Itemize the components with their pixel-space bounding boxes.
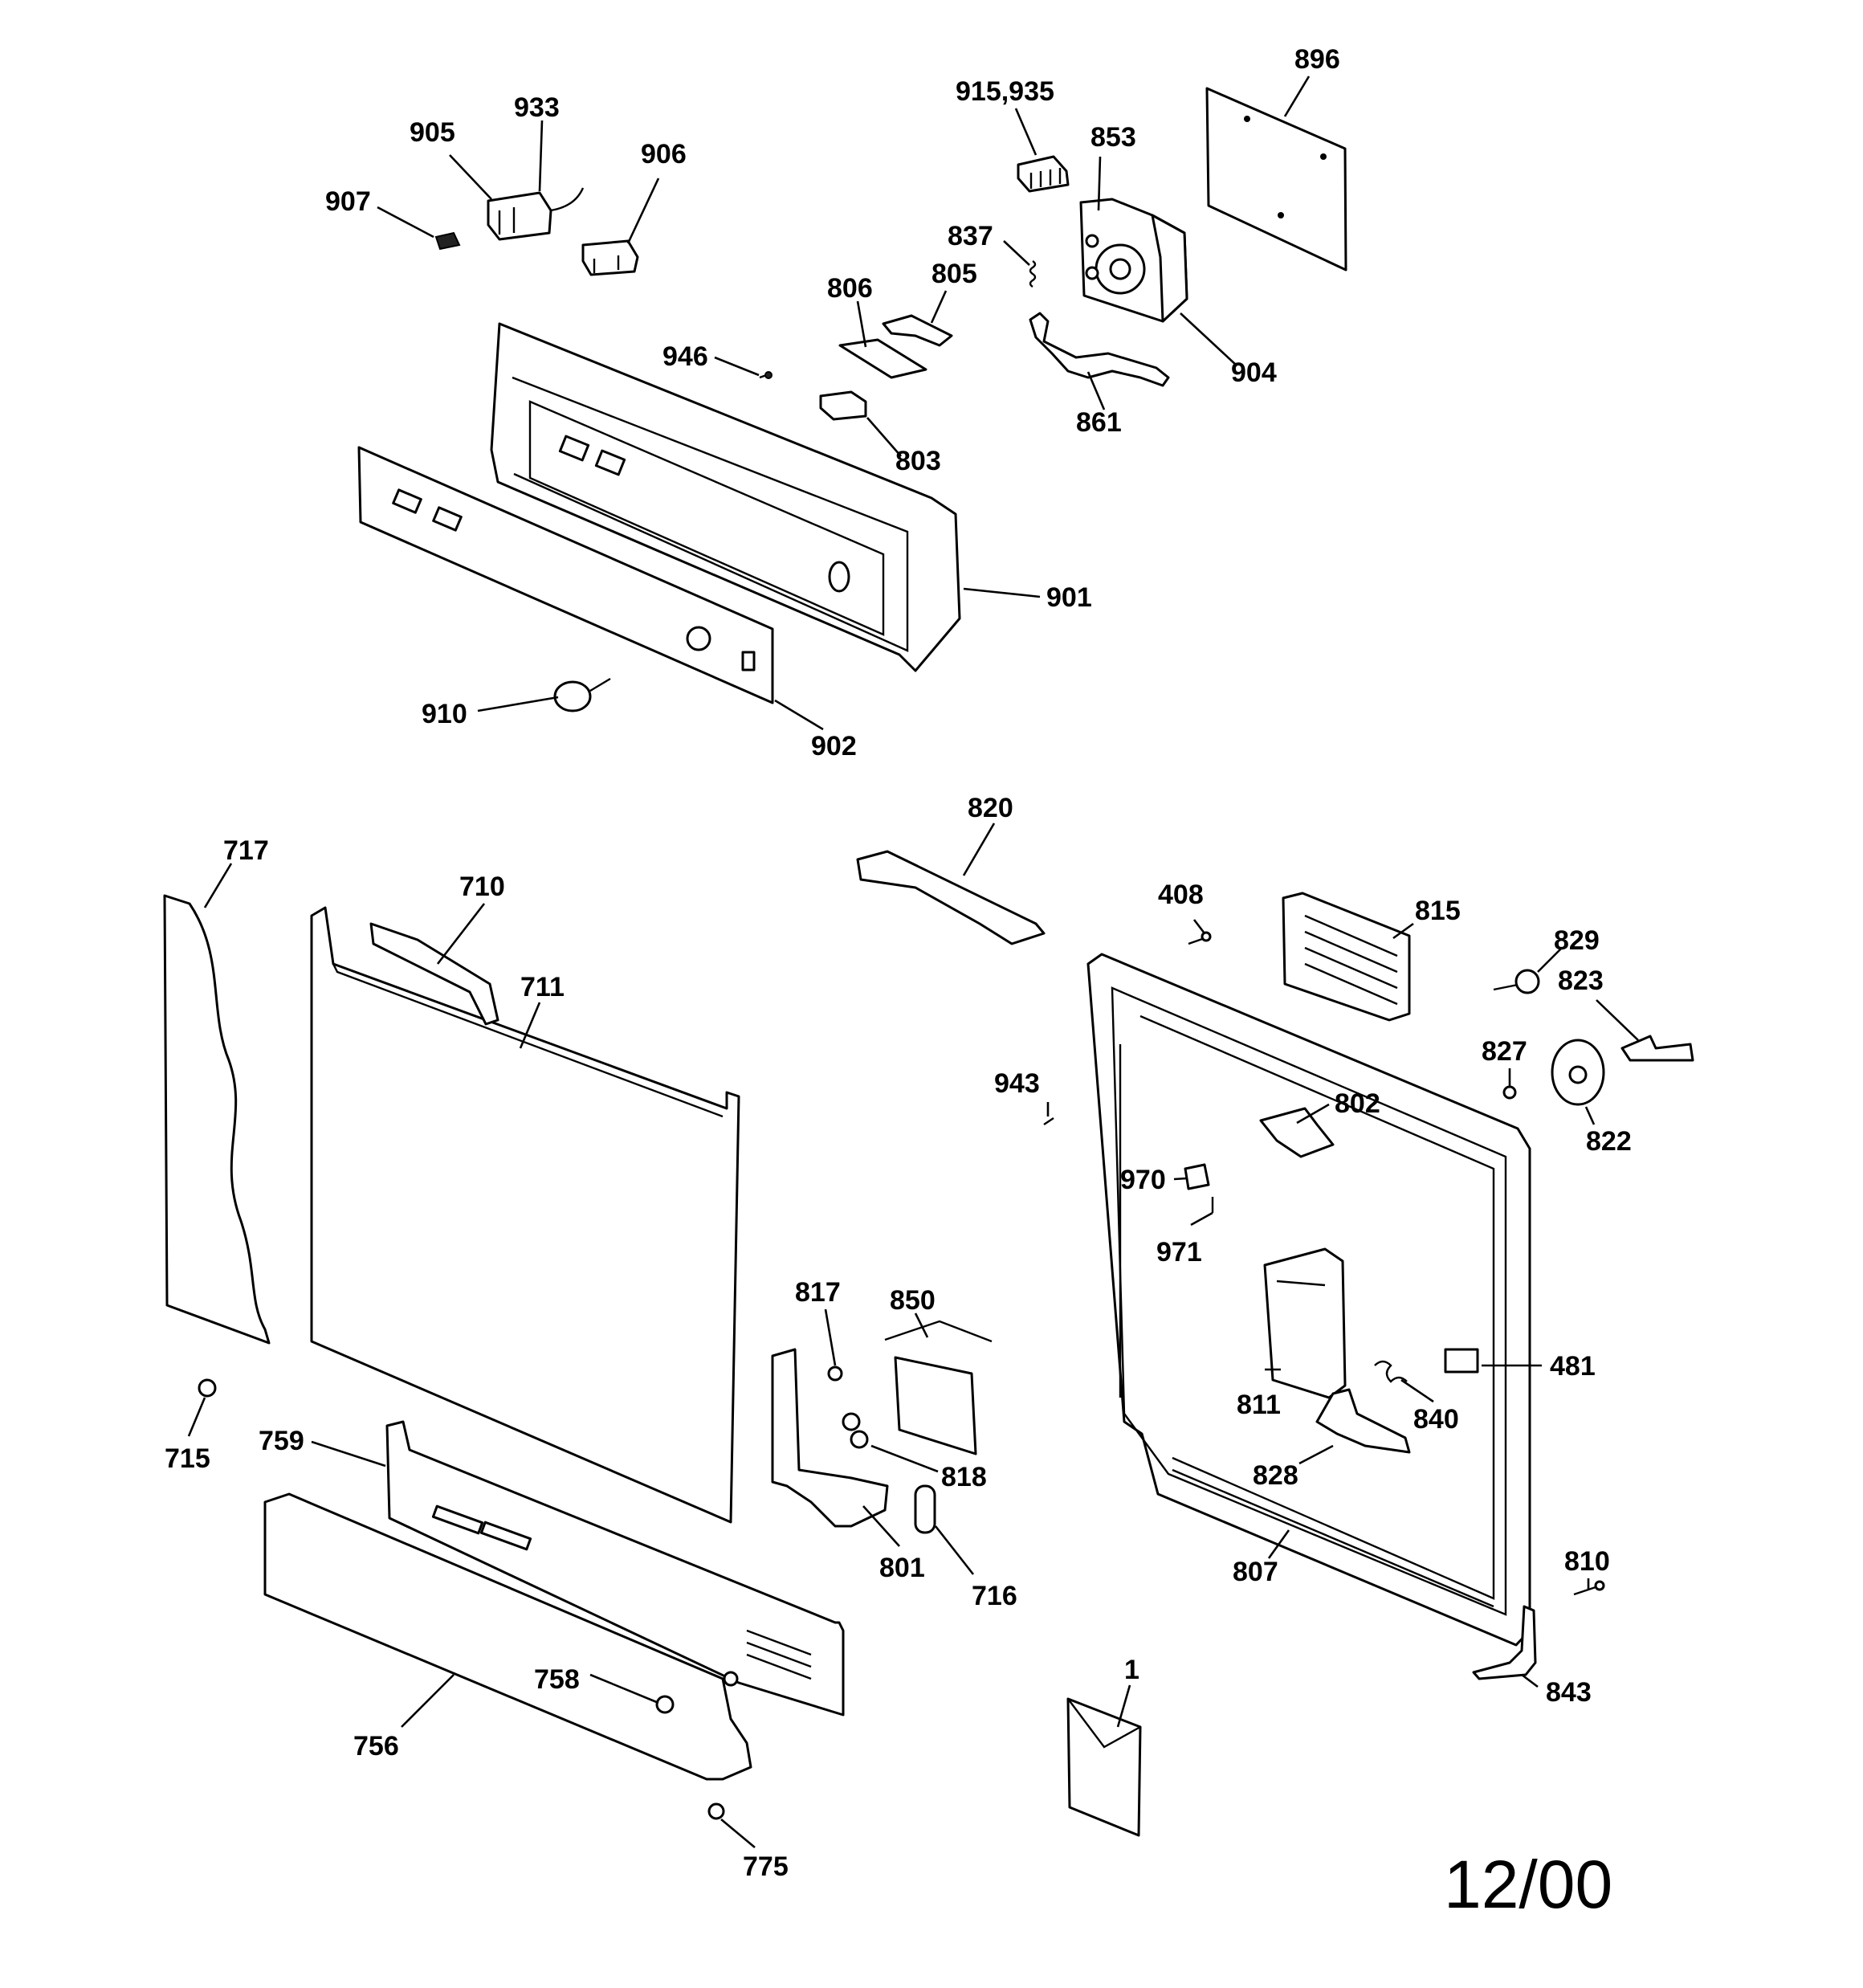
- callout-901: 901: [1046, 582, 1092, 613]
- part-901-console: [490, 322, 961, 672]
- callout-946: 946: [662, 341, 708, 372]
- callout-labels: 896 915,935 853 933 905 906 907 837 806 …: [165, 44, 1632, 1882]
- callout-907: 907: [325, 186, 371, 217]
- part-775-screw: [707, 1802, 725, 1820]
- part-715-screw: [198, 1378, 217, 1398]
- callout-902: 902: [811, 731, 857, 761]
- leader-lines: [187, 76, 1639, 1848]
- callout-837: 837: [948, 221, 993, 251]
- part-915-935-connector: [1017, 155, 1070, 193]
- callout-817: 817: [795, 1277, 841, 1308]
- part-905-933-switch: [487, 187, 585, 241]
- part-946-screw: [759, 371, 773, 379]
- callout-775: 775: [743, 1851, 789, 1882]
- callout-843: 843: [1546, 1677, 1592, 1708]
- callout-806: 806: [827, 273, 873, 304]
- part-710-bracket: [369, 922, 499, 1026]
- callout-850: 850: [890, 1285, 936, 1316]
- callout-810: 810: [1564, 1546, 1610, 1577]
- part-906-switch: [581, 239, 639, 276]
- callout-1: 1: [1124, 1655, 1139, 1685]
- callout-815: 815: [1415, 896, 1461, 926]
- part-802-latch: [1259, 1107, 1335, 1158]
- part-823-shaft: [1620, 1035, 1694, 1062]
- callout-710: 710: [459, 872, 505, 902]
- part-828-arm: [1315, 1388, 1411, 1454]
- callout-802: 802: [1335, 1088, 1380, 1119]
- callout-943: 943: [994, 1068, 1040, 1099]
- callout-840: 840: [1413, 1404, 1459, 1435]
- part-896-panel-sheet: [1205, 87, 1347, 271]
- callout-933: 933: [514, 92, 560, 123]
- part-758-screw: [655, 1695, 675, 1714]
- part-759-kickplate-back: [385, 1420, 845, 1717]
- callout-717: 717: [223, 835, 269, 866]
- callout-853: 853: [1090, 122, 1136, 153]
- part-827-screw: [1502, 1085, 1517, 1100]
- callout-805: 805: [932, 259, 977, 289]
- callout-758: 758: [534, 1664, 580, 1695]
- callout-970: 970: [1120, 1165, 1166, 1195]
- callout-807: 807: [1233, 1557, 1278, 1587]
- callout-818: 818: [941, 1462, 987, 1492]
- callout-915-935: 915,935: [956, 76, 1054, 107]
- part-837-spring: [1029, 260, 1037, 288]
- callout-756: 756: [353, 1731, 399, 1761]
- callout-715: 715: [165, 1443, 210, 1474]
- part-822-dial: [1551, 1039, 1605, 1106]
- callout-811: 811: [1237, 1390, 1281, 1420]
- part-805-bracket: [882, 314, 953, 347]
- part-717-panel: [163, 894, 271, 1345]
- part-853-timer: [1079, 198, 1188, 323]
- part-756-kickplate-front: [263, 1492, 752, 1781]
- part-943-screw: [1043, 1117, 1054, 1125]
- part-408-screw: [1188, 931, 1212, 945]
- part-801-hinge: [771, 1348, 889, 1528]
- callout-896: 896: [1294, 44, 1340, 75]
- part-817-screw: [827, 1365, 843, 1382]
- part-811-dispenser: [1263, 1247, 1347, 1399]
- callout-820: 820: [968, 793, 1013, 823]
- callout-910: 910: [422, 699, 467, 729]
- callout-827: 827: [1482, 1036, 1527, 1067]
- callout-906: 906: [641, 139, 687, 169]
- callout-823: 823: [1558, 965, 1604, 996]
- part-850-bracket: [884, 1320, 993, 1455]
- callout-861: 861: [1076, 407, 1122, 438]
- part-1-envelope: [1066, 1697, 1142, 1837]
- part-803-switch: [819, 390, 867, 421]
- callout-904: 904: [1231, 357, 1277, 388]
- callout-803: 803: [895, 446, 941, 476]
- date-code: 12/00: [1444, 1847, 1612, 1922]
- part-481-label: [1444, 1348, 1479, 1374]
- callout-759: 759: [259, 1426, 304, 1456]
- callout-905: 905: [410, 117, 455, 148]
- part-861-linkage: [1029, 312, 1170, 387]
- part-840-spring: [1374, 1360, 1408, 1383]
- part-907-clip: [434, 231, 461, 251]
- part-711-door-panel: [310, 906, 740, 1524]
- callout-822: 822: [1586, 1126, 1632, 1157]
- callout-828: 828: [1253, 1460, 1298, 1491]
- part-815-vent-housing: [1282, 892, 1411, 1022]
- callout-801: 801: [879, 1553, 925, 1583]
- callout-971: 971: [1156, 1237, 1202, 1268]
- callout-711: 711: [520, 972, 565, 1002]
- part-829-knob: [1493, 969, 1540, 994]
- part-716-bumper: [914, 1484, 936, 1534]
- part-818-screws: [842, 1412, 869, 1449]
- part-902-faceplate: [357, 446, 774, 704]
- callout-408: 408: [1158, 880, 1204, 910]
- part-806-plate: [838, 338, 927, 379]
- part-843-foot: [1472, 1605, 1537, 1680]
- callout-829: 829: [1554, 925, 1600, 956]
- part-820-vent: [856, 850, 1046, 945]
- part-970-block: [1184, 1163, 1210, 1190]
- part-910-knob: [553, 677, 611, 712]
- callout-716: 716: [972, 1581, 1017, 1611]
- part-810-screw: [1573, 1580, 1605, 1596]
- callout-481: 481: [1550, 1351, 1596, 1382]
